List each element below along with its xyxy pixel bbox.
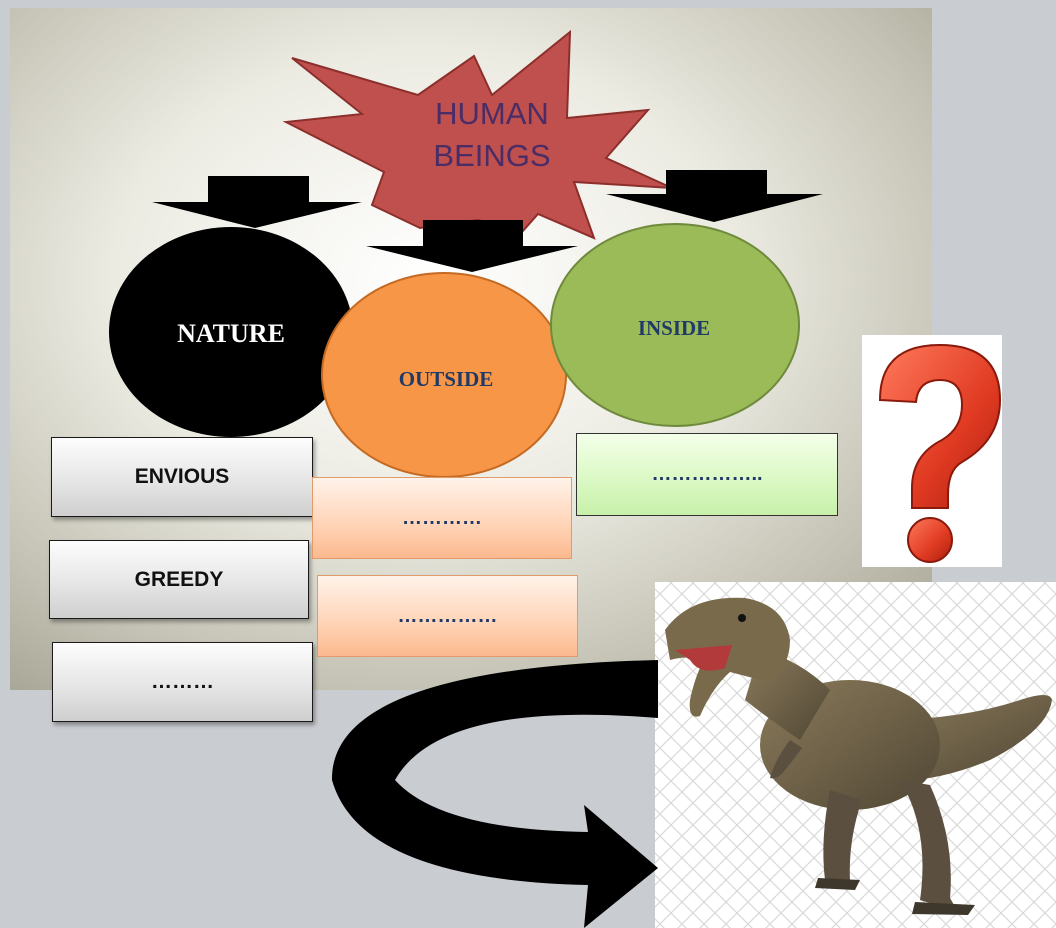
outside-box-label: …………… — [397, 604, 498, 627]
nature-box-blank: ……… — [52, 642, 313, 722]
outside-label: OUTSIDE — [399, 367, 494, 391]
outside-box-2: …………… — [317, 575, 578, 657]
title-line-2: BEINGS — [433, 138, 550, 173]
nature-box-envious: ENVIOUS — [51, 437, 313, 517]
nature-box-label: GREEDY — [134, 567, 224, 591]
outside-box-label: ………… — [402, 506, 482, 529]
title-line-1: HUMAN — [435, 96, 549, 131]
arrow-down-icon — [152, 176, 362, 228]
nature-box-greedy: GREEDY — [49, 540, 309, 619]
inside-circle — [550, 223, 800, 427]
nature-box-label: ……… — [151, 670, 214, 693]
arrow-down-icon — [606, 170, 823, 222]
starburst-shape — [282, 29, 673, 240]
inside-label: INSIDE — [638, 316, 710, 340]
nature-circle — [109, 227, 353, 437]
outside-box-1: ………… — [312, 477, 572, 559]
arrow-down-icon — [366, 220, 578, 272]
dinosaur-icon — [665, 597, 1052, 915]
nature-box-label: ENVIOUS — [134, 465, 230, 488]
inside-box-label: …………….. — [651, 463, 763, 485]
nature-label: NATURE — [177, 319, 285, 348]
question-mark-icon — [878, 343, 1002, 563]
curved-arrow-icon — [331, 660, 658, 928]
inside-box-1: …………….. — [576, 433, 838, 516]
